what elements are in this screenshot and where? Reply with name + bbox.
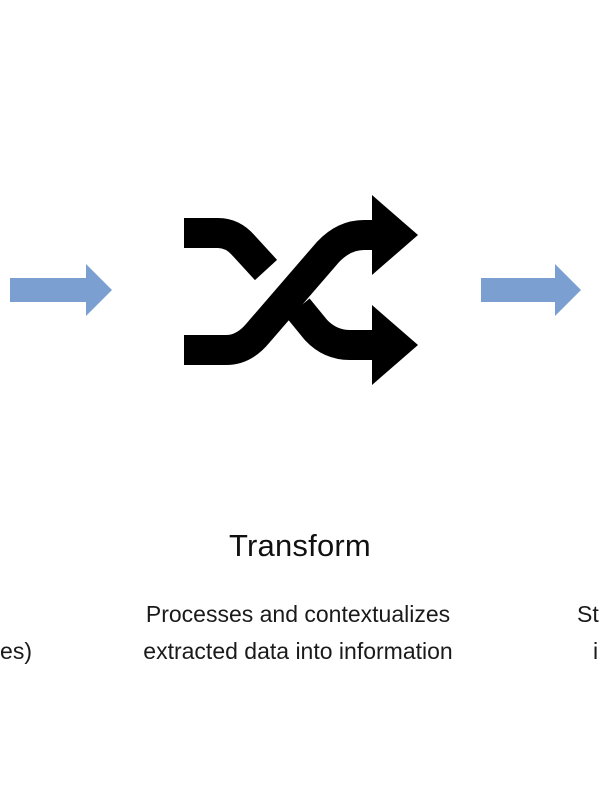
right-arrow-icon bbox=[10, 264, 112, 316]
description-line: Processes and contextualizes bbox=[145, 601, 451, 627]
shuffle-icon bbox=[184, 195, 418, 385]
stage-title: Transform bbox=[229, 528, 371, 563]
right-arrow-icon bbox=[481, 264, 581, 316]
next-stage-text-fragment: St i bbox=[577, 596, 599, 670]
next-stage-text-line: i bbox=[593, 638, 599, 664]
stage-description: Processes and contextualizes extracted d… bbox=[78, 596, 518, 670]
next-stage-text-line: St bbox=[577, 601, 599, 627]
previous-stage-text-fragment: es) bbox=[0, 638, 32, 664]
description-line: extracted data into information bbox=[143, 638, 453, 664]
